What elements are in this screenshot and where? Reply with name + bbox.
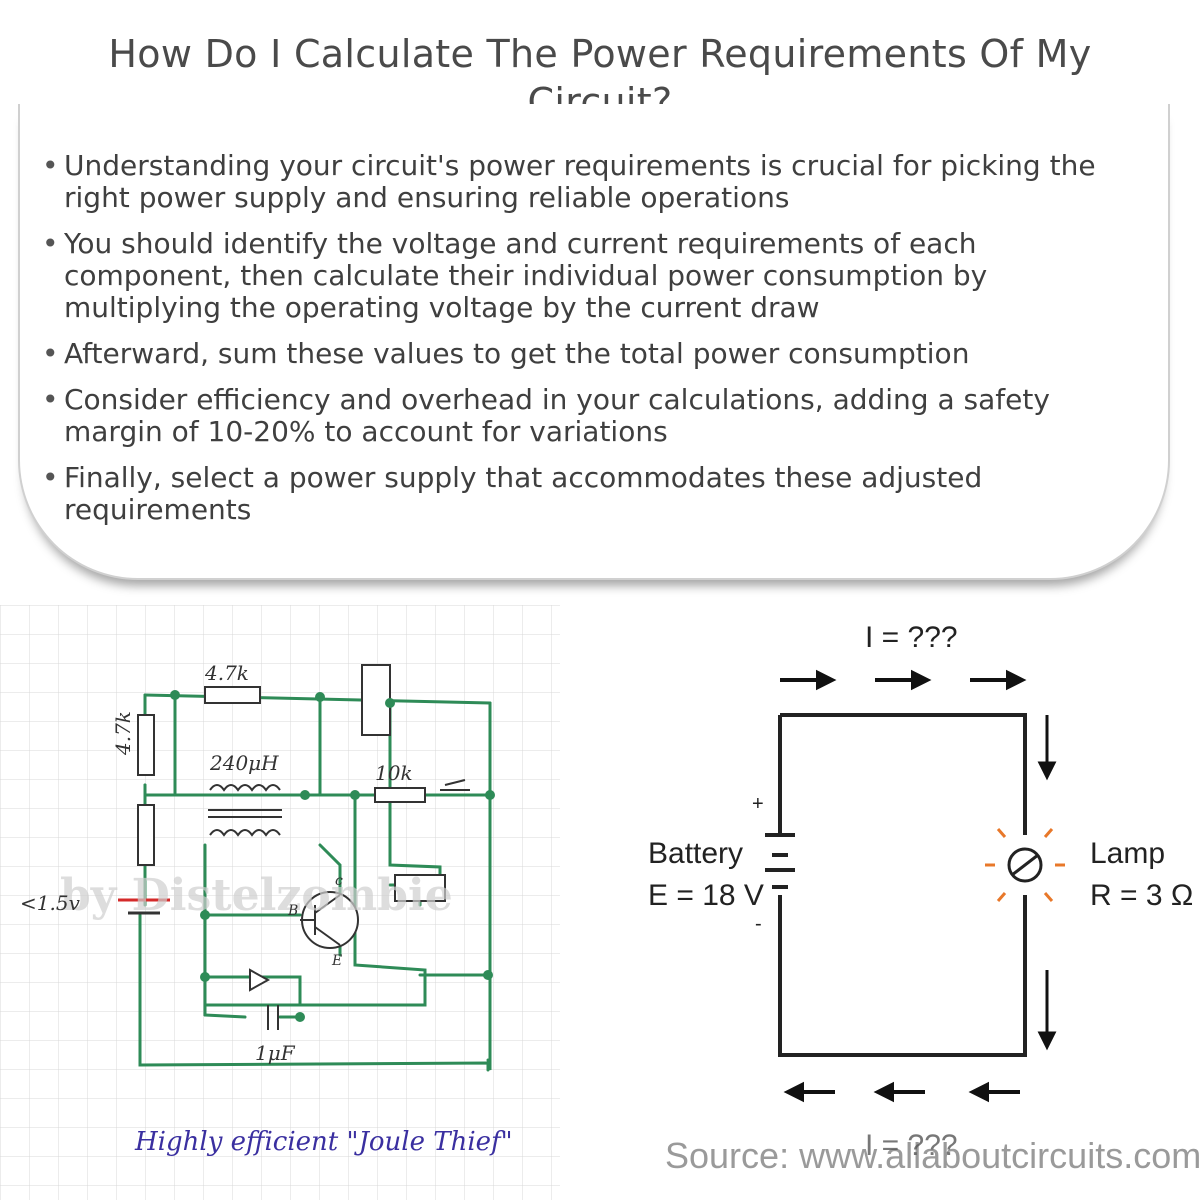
switch bbox=[440, 779, 470, 791]
lamp bbox=[1007, 847, 1043, 883]
resistor-side-label: 4.7k bbox=[111, 711, 135, 756]
watermark: by Distelzombie bbox=[60, 870, 453, 921]
lamp-label: Lamp bbox=[1090, 837, 1165, 870]
battery-label: <1.5v bbox=[20, 891, 81, 915]
bullet-item: Understanding your circuit's power requi… bbox=[40, 150, 1150, 214]
diode-box-right bbox=[394, 874, 446, 902]
current-arrows-top bbox=[780, 669, 1027, 691]
transistor-c-label: c bbox=[335, 873, 343, 889]
current-bottom-label: I = ??? bbox=[865, 1129, 958, 1162]
joule-thief-schematic: by Distelzombie 4.7k 4.7k 240μH 10k <1.5… bbox=[0, 605, 560, 1200]
lamp-rays bbox=[985, 828, 1065, 902]
resistor-top bbox=[204, 686, 261, 704]
battery-value: E = 18 V bbox=[648, 879, 764, 912]
bullet-item: You should identify the voltage and curr… bbox=[40, 228, 1150, 324]
junction-dots bbox=[170, 690, 495, 1022]
page-title: How Do I Calculate The Power Requirement… bbox=[108, 32, 1092, 124]
diode-box-top bbox=[361, 664, 391, 736]
transistor-leads bbox=[300, 894, 341, 946]
source-credit: Source: www.allaboutcircuits.com bbox=[665, 1135, 1200, 1176]
bullet-item: Finally, select a power supply that acco… bbox=[40, 462, 1150, 526]
transistor-e-label: E bbox=[331, 953, 342, 969]
battery-label: Battery bbox=[648, 837, 743, 870]
bullet-list: Understanding your circuit's power requi… bbox=[40, 150, 1150, 540]
transistor-b-label: B bbox=[287, 903, 298, 919]
circuit-wires bbox=[138, 693, 492, 1072]
battery-symbol bbox=[118, 898, 170, 915]
circuit-loop bbox=[778, 713, 1027, 1057]
current-top-label: I = ??? bbox=[865, 621, 958, 654]
grid-paper bbox=[0, 605, 560, 1200]
led-symbol bbox=[249, 968, 271, 992]
capacitor-label: 1μF bbox=[255, 1041, 296, 1065]
inductor-core bbox=[208, 809, 282, 818]
bullet-item: Afterward, sum these values to get the t… bbox=[40, 338, 1150, 371]
simple-circuit-diagram: I = ??? Battery E = 18 V + - Lamp R = 3 … bbox=[648, 621, 1200, 1176]
inductor-label: 240μH bbox=[209, 751, 279, 775]
inductor-coil-bottom bbox=[209, 829, 281, 837]
lamp-value: R = 3 Ω bbox=[1090, 879, 1193, 912]
inductor-coil-top bbox=[209, 784, 281, 792]
current-arrows-right bbox=[1037, 715, 1057, 1051]
battery-cells bbox=[765, 833, 795, 889]
resistor-side bbox=[137, 714, 155, 776]
capacitor-plates bbox=[267, 1005, 279, 1030]
resistor-10k-label: 10k bbox=[375, 761, 413, 785]
resistor-10k bbox=[374, 787, 426, 803]
bullet-item: Consider efficiency and overhead in your… bbox=[40, 384, 1150, 448]
minus-sign: - bbox=[755, 913, 762, 935]
resistor-side-2 bbox=[137, 804, 155, 866]
diagram-caption: Highly efficient "Joule Thief" bbox=[134, 1127, 513, 1157]
plus-sign: + bbox=[752, 793, 764, 815]
circuit-components bbox=[137, 664, 470, 1030]
current-arrows-bottom bbox=[783, 1081, 1020, 1103]
resistor-top-label: 4.7k bbox=[204, 661, 249, 685]
